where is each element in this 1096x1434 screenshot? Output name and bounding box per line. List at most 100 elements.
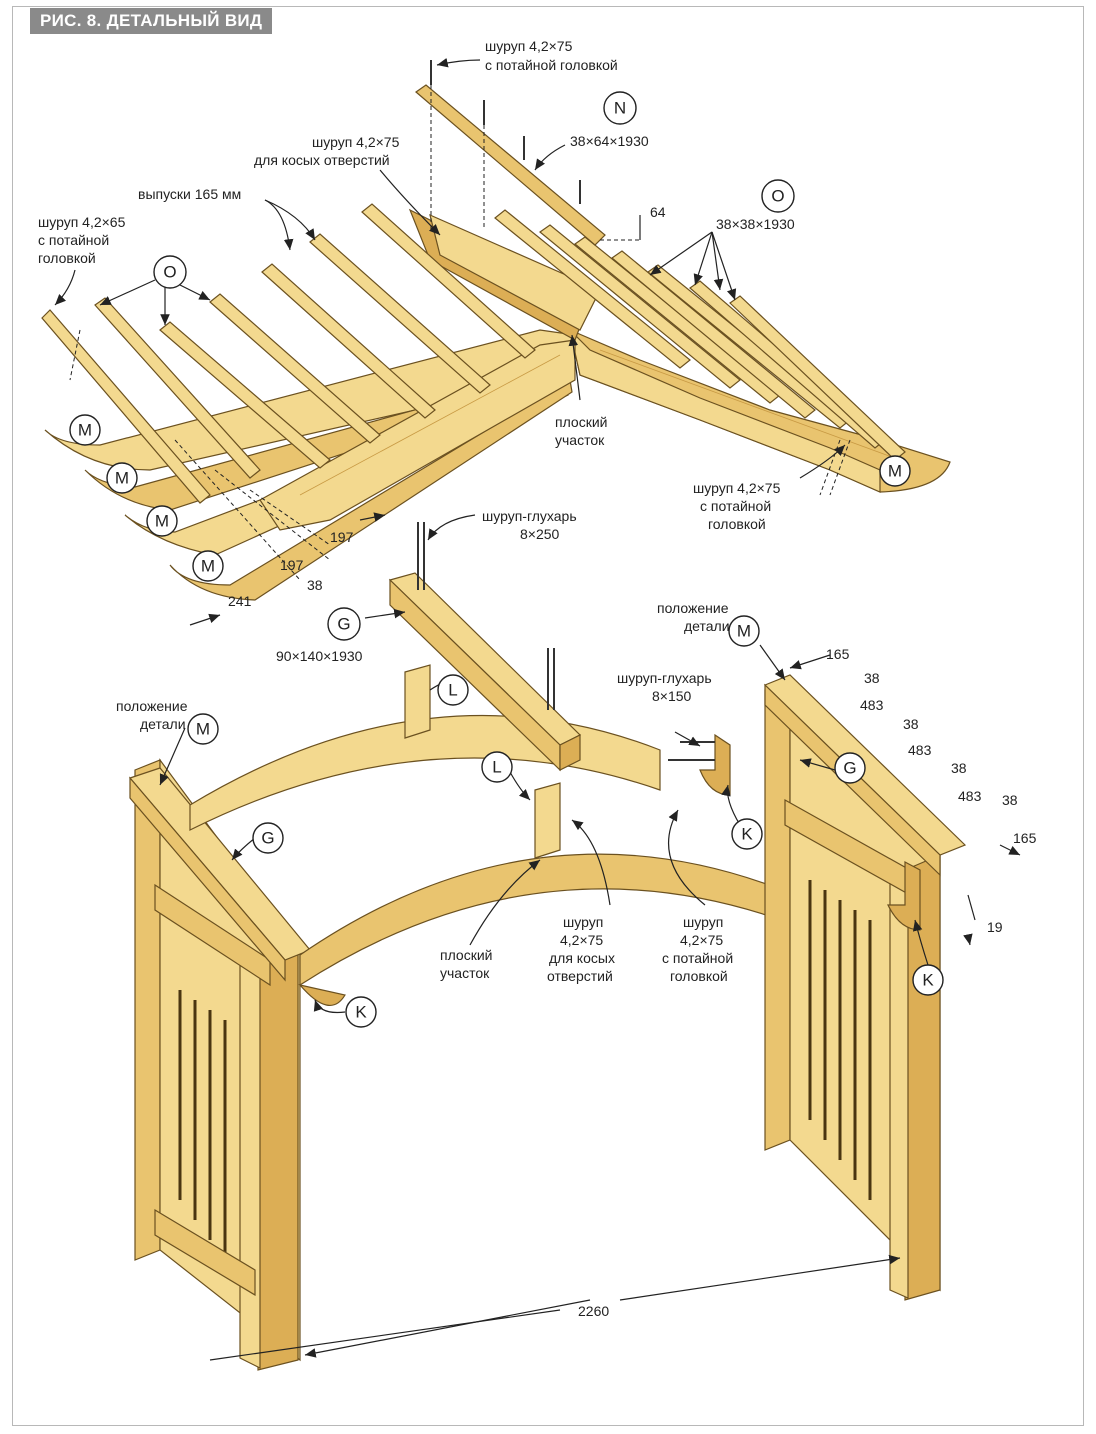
svg-text:с потайной головкой: с потайной головкой <box>485 57 618 73</box>
dim-197a: 197 <box>330 529 354 545</box>
badge-m2: M <box>106 462 138 494</box>
badge-k-mid: K <box>731 818 763 850</box>
dim-64: 64 <box>650 204 666 220</box>
svg-text:8×250: 8×250 <box>520 526 560 542</box>
badge-k-left: K <box>345 996 377 1028</box>
roof-slats-right <box>494 209 906 461</box>
svg-text:4,2×75: 4,2×75 <box>560 932 603 948</box>
svg-text:M: M <box>196 720 210 739</box>
svg-text:шуруп 4,2×75: шуруп 4,2×75 <box>312 134 400 150</box>
bracket-k-left <box>298 984 346 1006</box>
svg-text:483: 483 <box>908 742 932 758</box>
dim-197b: 197 <box>280 557 304 573</box>
svg-text:19: 19 <box>987 919 1003 935</box>
label-flat-area-bottom: плоский участок <box>440 947 492 981</box>
svg-text:L: L <box>492 758 501 777</box>
svg-text:M: M <box>155 512 169 531</box>
figure-frame <box>12 6 1084 1426</box>
badge-l-mid: L <box>481 751 513 783</box>
svg-text:с потайной: с потайной <box>700 498 771 514</box>
svg-text:отверстий: отверстий <box>547 968 613 984</box>
svg-text:шуруп-глухарь: шуруп-глухарь <box>482 508 577 524</box>
label-part-o-size: 38×38×1930 <box>716 216 795 232</box>
svg-text:M: M <box>201 557 215 576</box>
svg-text:O: O <box>163 263 176 282</box>
bracket-k-mid <box>699 733 731 796</box>
dim-241: 241 <box>228 593 252 609</box>
roof-slats-left <box>41 203 536 504</box>
svg-text:G: G <box>261 829 274 848</box>
svg-text:K: K <box>922 971 934 990</box>
svg-text:K: K <box>741 825 753 844</box>
svg-text:шуруп 4,2×65: шуруп 4,2×65 <box>38 214 126 230</box>
label-screw-top: шуруп 4,2×75 с потайной головкой <box>485 38 618 73</box>
figure-title: РИС. 8. ДЕТАЛЬНЫЙ ВИД <box>30 8 273 34</box>
svg-text:483: 483 <box>958 788 982 804</box>
label-position-m-right: положение детали <box>657 600 730 634</box>
label-screw-right-roof: шуруп 4,2×75 с потайной головкой <box>693 480 781 532</box>
badge-m3: M <box>146 505 178 537</box>
svg-text:38: 38 <box>864 670 880 686</box>
badge-g-left: G <box>252 822 284 854</box>
svg-text:плоский: плоский <box>555 414 607 430</box>
label-part-g-size: 90×140×1930 <box>276 648 363 664</box>
svg-text:M: M <box>737 622 751 641</box>
svg-text:головкой: головкой <box>670 968 728 984</box>
label-screw-counter-bottom: шуруп 4,2×75 с потайной головкой <box>662 914 733 984</box>
badge-n: N <box>603 91 637 125</box>
svg-text:положение: положение <box>116 698 188 714</box>
badge-m4: M <box>192 550 224 582</box>
svg-text:L: L <box>448 681 457 700</box>
svg-text:участок: участок <box>440 965 490 981</box>
svg-text:483: 483 <box>860 697 884 713</box>
roof-assembly <box>41 60 951 601</box>
badge-m-pos-left: M <box>187 713 219 745</box>
svg-text:38: 38 <box>951 760 967 776</box>
svg-text:для косых: для косых <box>549 950 615 966</box>
svg-text:головкой: головкой <box>708 516 766 532</box>
svg-text:детали: детали <box>684 618 730 634</box>
dim-38-roof: 38 <box>307 577 323 593</box>
svg-text:плоский: плоский <box>440 947 492 963</box>
svg-text:O: O <box>771 187 784 206</box>
svg-text:положение: положение <box>657 600 729 616</box>
svg-text:шуруп-глухарь: шуруп-глухарь <box>617 670 712 686</box>
svg-text:4,2×75: 4,2×75 <box>680 932 723 948</box>
label-part-n-size: 38×64×1930 <box>570 133 649 149</box>
label-screw-angled-bottom: шуруп 4,2×75 для косых отверстий <box>547 914 615 984</box>
label-lag-screw-150: шуруп-глухарь 8×150 <box>617 670 712 704</box>
svg-text:165: 165 <box>1013 830 1037 846</box>
svg-text:38: 38 <box>903 716 919 732</box>
svg-text:G: G <box>337 615 350 634</box>
svg-text:38: 38 <box>1002 792 1018 808</box>
arch-back <box>189 714 661 831</box>
badge-g-top: G <box>327 607 361 641</box>
svg-text:детали: детали <box>140 716 186 732</box>
badge-m1: M <box>69 414 101 446</box>
badge-g-right: G <box>834 752 866 784</box>
badge-m-pos-right: M <box>728 615 760 647</box>
svg-text:с потайной: с потайной <box>38 232 109 248</box>
svg-text:шуруп 4,2×75: шуруп 4,2×75 <box>485 38 573 54</box>
label-screw-angled-top: шуруп 4,2×75 для косых отверстий <box>254 134 400 168</box>
dim-2260: 2260 <box>578 1303 609 1319</box>
svg-text:M: M <box>888 462 902 481</box>
label-flat-area-top: плоский участок <box>555 414 607 448</box>
label-overhang: выпуски 165 мм <box>138 186 241 202</box>
label-screw-left: шуруп 4,2×65 с потайной головкой <box>38 214 126 266</box>
svg-text:165: 165 <box>826 646 850 662</box>
badge-k-right: K <box>912 964 944 996</box>
svg-text:K: K <box>355 1003 367 1022</box>
label-position-m-left: положение детали <box>116 698 188 732</box>
svg-text:с потайной: с потайной <box>662 950 733 966</box>
svg-text:участок: участок <box>555 432 605 448</box>
svg-text:шуруп 4,2×75: шуруп 4,2×75 <box>693 480 781 496</box>
svg-text:N: N <box>614 99 626 118</box>
svg-text:M: M <box>78 421 92 440</box>
svg-text:для косых отверстий: для косых отверстий <box>254 152 390 168</box>
leader-lines <box>54 58 1021 1361</box>
badge-l-top: L <box>437 674 469 706</box>
right-panel-slats <box>808 880 872 1200</box>
svg-text:шуруп: шуруп <box>563 914 603 930</box>
